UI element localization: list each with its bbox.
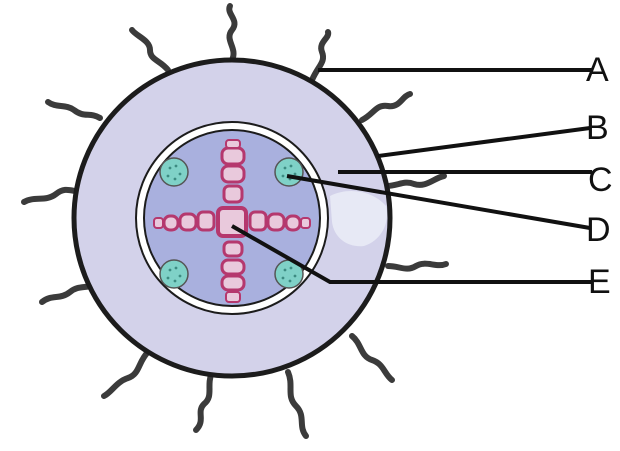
root-hair (388, 264, 446, 269)
root-hair (196, 372, 212, 430)
root-hair (229, 6, 234, 60)
phloem (160, 158, 188, 186)
phloem (275, 158, 303, 186)
phloem (160, 260, 188, 288)
root-hair (288, 372, 306, 436)
leader-line-b (378, 128, 590, 156)
label-a: A (586, 53, 609, 87)
root-hair (312, 32, 328, 80)
root-hair (48, 102, 100, 118)
root-hair (132, 30, 168, 70)
label-e: E (588, 265, 611, 299)
label-b: B (586, 111, 609, 145)
label-d: D (586, 213, 611, 247)
root-hair (386, 176, 444, 186)
root-hair (362, 94, 410, 120)
label-c: C (588, 163, 613, 197)
root-hair (352, 336, 392, 380)
root-hair (104, 352, 148, 396)
